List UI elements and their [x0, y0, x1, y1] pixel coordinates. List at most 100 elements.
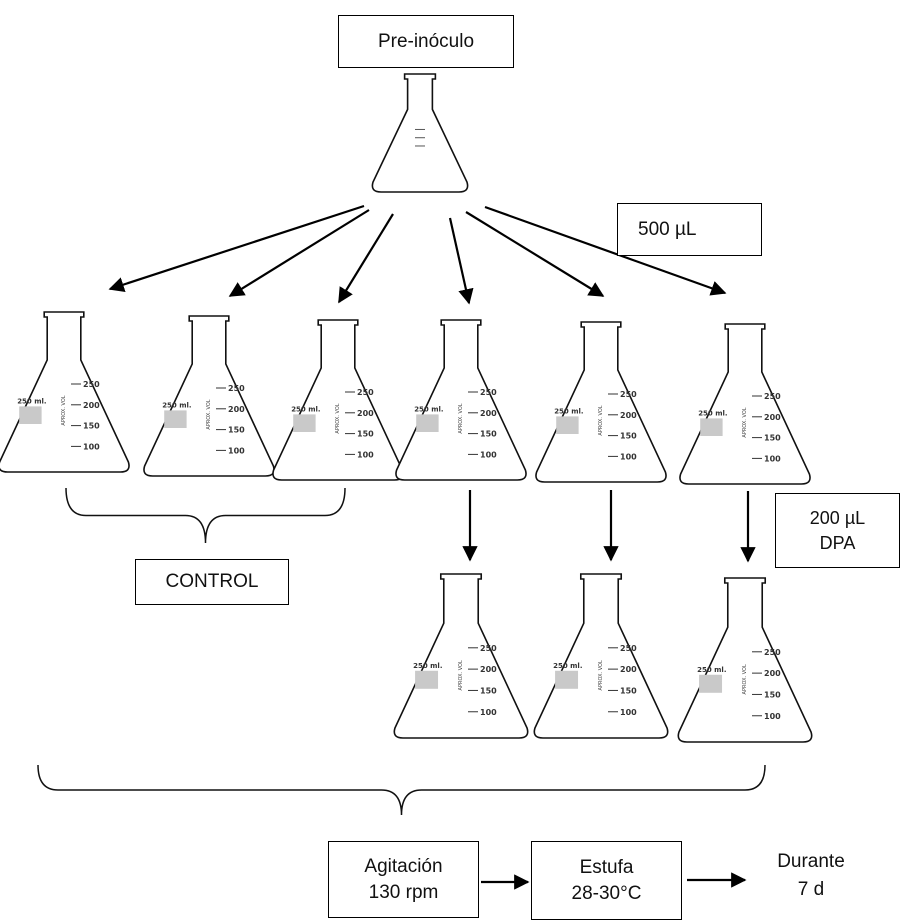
oven-label: Estufa: [579, 856, 634, 878]
dpa-flask-1-outline: [393, 573, 529, 739]
split-arrow-3: [338, 213, 394, 304]
agitation-label: Agitación: [364, 855, 443, 877]
culture-flask-6-tick-label: 150: [764, 434, 781, 443]
dpa-label: DPA: [819, 532, 856, 553]
culture-flask-6-tick-label: 100: [764, 454, 781, 463]
flasks-layer: 250 ml. APROX. VOL 250 200 150 100 250 ml. APRO…: [0, 73, 813, 743]
dpa-flask-2-tick-label: 250: [620, 644, 637, 653]
dpa-flask-2-tick-label: 150: [620, 686, 637, 695]
culture-flask-3-side-label: APROX. VOL: [335, 403, 341, 433]
culture-flask-6-tick-label: 250: [764, 392, 781, 401]
split-arrow-6: [484, 205, 727, 296]
culture-flask-5-side-label: APROX. VOL: [598, 405, 604, 435]
culture-flask-1-label-patch: [19, 406, 42, 424]
culture-flask-3-tick-label: 100: [357, 450, 374, 459]
dpa-flask-3-label-patch: [699, 674, 723, 693]
dpa-volume-label: 200 µL: [809, 508, 866, 529]
dpa-flask-1-label-patch: [415, 670, 439, 689]
culture-flask-2-tick-label: 100: [228, 446, 245, 455]
dpa-flask-3-side-label: APROX. VOL: [742, 664, 748, 694]
transfer-volume-label: 500 µL: [638, 218, 697, 240]
culture-flask-3-label-patch: [293, 414, 316, 432]
dpa-flask-3-tick-label: 150: [764, 690, 781, 699]
dpa-flask-1: 250 ml. APROX. VOL 250 200 150 100: [393, 573, 529, 739]
culture-flask-1-tick-label: 150: [83, 422, 100, 431]
culture-flask-5-tick-label: 200: [620, 411, 637, 420]
culture-flask-2-tick-label: 150: [228, 426, 245, 435]
preinoculo-flask: [371, 73, 469, 193]
dpa-flask-3-volume-label: 250 ml.: [697, 666, 726, 674]
dpa-flask-3-tick-label: 100: [764, 712, 781, 721]
dpa-flask-1-tick-label: 150: [480, 686, 497, 695]
culture-flask-4-tick-label: 200: [480, 409, 497, 418]
culture-flask-4-outline: [395, 319, 527, 481]
oven-temperature-label: 28-30°C: [571, 882, 642, 904]
culture-flask-5-tick-label: 100: [620, 452, 637, 461]
culture-flask-6-label-patch: [700, 418, 723, 436]
dpa-flask-1-volume-label: 250 ml.: [413, 662, 442, 670]
dpa-flask-2-label-patch: [555, 670, 579, 689]
dpa-flask-2-tick-label: 200: [620, 665, 637, 674]
culture-flask-2-side-label: APROX. VOL: [206, 399, 212, 429]
culture-flask-1-tick-label: 200: [83, 401, 100, 410]
control-label: CONTROL: [165, 571, 259, 593]
culture-flask-1-tick-label: 100: [83, 442, 100, 451]
dpa-box: 200 µL DPA: [775, 493, 900, 568]
culture-flask-1-volume-label: 250 ml.: [17, 397, 46, 405]
dpa-flask-1-tick-label: 100: [480, 708, 497, 717]
culture-flask-6-outline: [679, 323, 811, 485]
dpa-flask-2-volume-label: 250 ml.: [553, 662, 582, 670]
split-arrow-4: [448, 217, 474, 305]
preinoculo-box: Pre-inóculo: [338, 15, 514, 68]
culture-flask-3-tick-label: 200: [357, 409, 374, 418]
agitation-box: Agitación 130 rpm: [328, 841, 479, 918]
dpa-flask-1-tick-label: 250: [480, 644, 497, 653]
culture-flask-3-tick-label: 250: [357, 388, 374, 397]
dpa-flask-2-tick-label: 100: [620, 708, 637, 717]
culture-flask-2-label-patch: [164, 410, 187, 428]
culture-flask-4: 250 ml. APROX. VOL 250 200 150 100: [395, 319, 527, 481]
culture-flask-3-outline: [272, 319, 404, 481]
dpa-flask-1-side-label: APROX. VOL: [458, 660, 464, 690]
braces-layer: [37, 487, 766, 816]
culture-flask-5-volume-label: 250 ml.: [554, 407, 583, 415]
culture-flask-1-side-label: APROX. VOL: [61, 395, 67, 425]
culture-flask-4-tick-label: 100: [480, 450, 497, 459]
culture-flask-6-side-label: APROX. VOL: [742, 407, 748, 437]
culture-flask-4-side-label: APROX. VOL: [458, 403, 464, 433]
culture-flask-5-tick-label: 250: [620, 390, 637, 399]
culture-flask-6-tick-label: 200: [764, 413, 781, 422]
culture-flask-1-outline: [0, 311, 130, 473]
split-arrow-5: [465, 211, 605, 297]
culture-flask-2-tick-label: 200: [228, 405, 245, 414]
control-brace: [65, 487, 346, 544]
all-flasks-brace: [37, 764, 766, 816]
dpa-flask-1-tick-label: 200: [480, 665, 497, 674]
culture-flask-5-tick-label: 150: [620, 432, 637, 441]
culture-flask-5: 250 ml. APROX. VOL 250 200 150 100: [535, 321, 667, 483]
duration-days-label: 7 d: [797, 878, 825, 900]
culture-flask-2-tick-label: 250: [228, 384, 245, 393]
culture-flask-4-volume-label: 250 ml.: [414, 405, 443, 413]
culture-flask-5-label-patch: [556, 416, 579, 434]
culture-flask-1-tick-label: 250: [83, 380, 100, 389]
agitation-rpm-label: 130 rpm: [368, 881, 439, 903]
dpa-flask-2-outline: [533, 573, 669, 739]
duration-label: Durante: [777, 851, 845, 872]
preinoculo-label: Pre-inóculo: [377, 30, 475, 52]
transfer-volume-box: 500 µL: [617, 203, 762, 256]
duration-text: Durante 7 d: [766, 848, 856, 903]
culture-flask-2: 250 ml. APROX. VOL 250 200 150 100: [143, 315, 275, 477]
culture-flask-4-label-patch: [416, 414, 439, 432]
culture-flask-4-tick-label: 150: [480, 430, 497, 439]
preinoculo-flask-outline: [371, 73, 469, 193]
culture-flask-4-tick-label: 250: [480, 388, 497, 397]
control-box: CONTROL: [135, 559, 289, 605]
culture-flask-2-volume-label: 250 ml.: [162, 401, 191, 409]
dpa-flask-3-tick-label: 200: [764, 669, 781, 678]
